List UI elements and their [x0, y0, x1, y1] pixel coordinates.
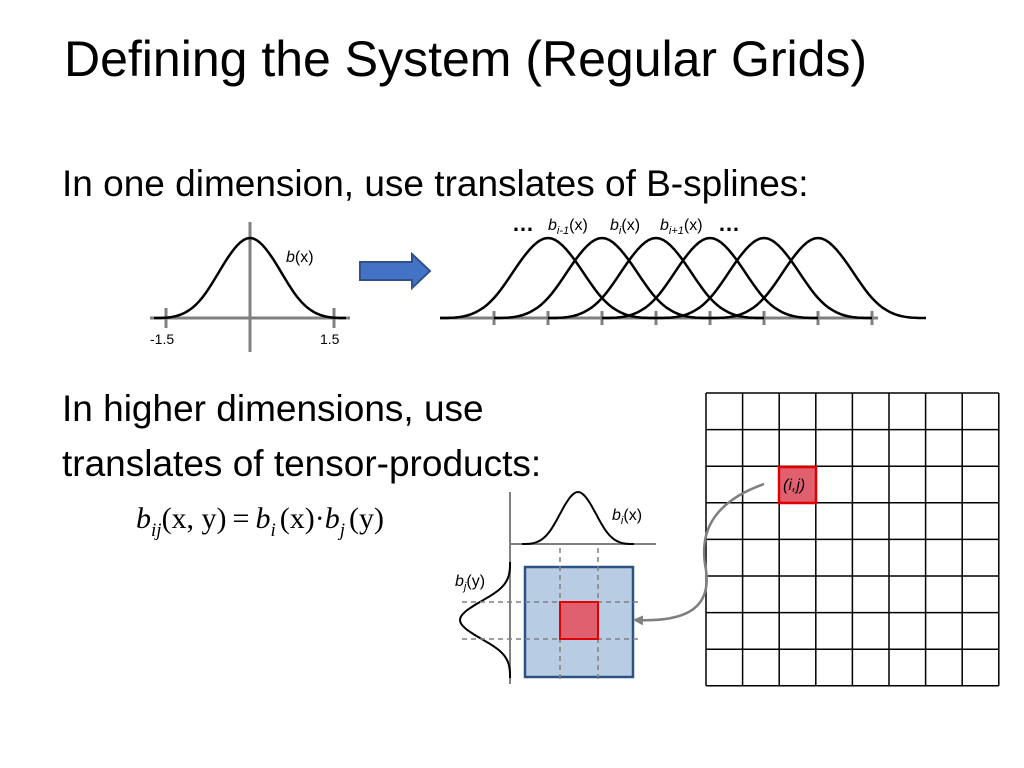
- right-arrow-icon: [359, 251, 432, 291]
- grid-highlight-cell: [777, 465, 818, 505]
- ellipsis-left: …: [512, 211, 534, 236]
- curved-arrow-icon: [633, 482, 765, 626]
- translate-curve: [602, 236, 818, 320]
- translate-curve: [548, 236, 764, 320]
- translated-bsplines-plot: … bi-1(x) bi(x) bi+1(x) …: [440, 211, 926, 325]
- regular-grid: [705, 392, 1000, 687]
- tensor-product-illustration: bi(x) bj(y): [455, 490, 656, 684]
- tick-label-right: 1.5: [320, 331, 340, 347]
- bx-label: bi(x): [612, 507, 642, 527]
- translate-label-next: bi+1(x): [660, 217, 703, 237]
- highlight-product-cell: [559, 601, 599, 640]
- translate-curve: [494, 236, 710, 320]
- translate-curve: [710, 236, 926, 320]
- by-label: bj(y): [455, 573, 485, 593]
- bspline-curve: [154, 236, 346, 320]
- translate-label-current: bi(x): [610, 217, 640, 237]
- translate-curve: [440, 236, 656, 320]
- slide-title: Defining the System (Regular Grids): [64, 31, 868, 87]
- higher-dimension-text-line2: translates of tensor-products:: [62, 443, 542, 484]
- bx-curve: [522, 490, 634, 545]
- ellipsis-right: …: [718, 211, 740, 236]
- basis-label: b(x): [286, 249, 314, 266]
- higher-dimension-text-line1: In higher dimensions, use: [62, 388, 484, 429]
- tensor-product-formula: bij(x, y)=bi(x)·bj(y): [136, 502, 384, 541]
- translate-label-prev: bi-1(x): [548, 217, 588, 237]
- by-curve: [458, 562, 511, 678]
- tick-label-left: -1.5: [150, 331, 174, 347]
- translates-curves: [440, 236, 926, 320]
- one-dimension-text: In one dimension, use translates of B-sp…: [62, 163, 809, 204]
- translate-curve: [656, 236, 872, 320]
- grid-cell-label: (i,j): [783, 477, 805, 494]
- single-bspline-plot: b(x) -1.5 1.5: [150, 222, 350, 352]
